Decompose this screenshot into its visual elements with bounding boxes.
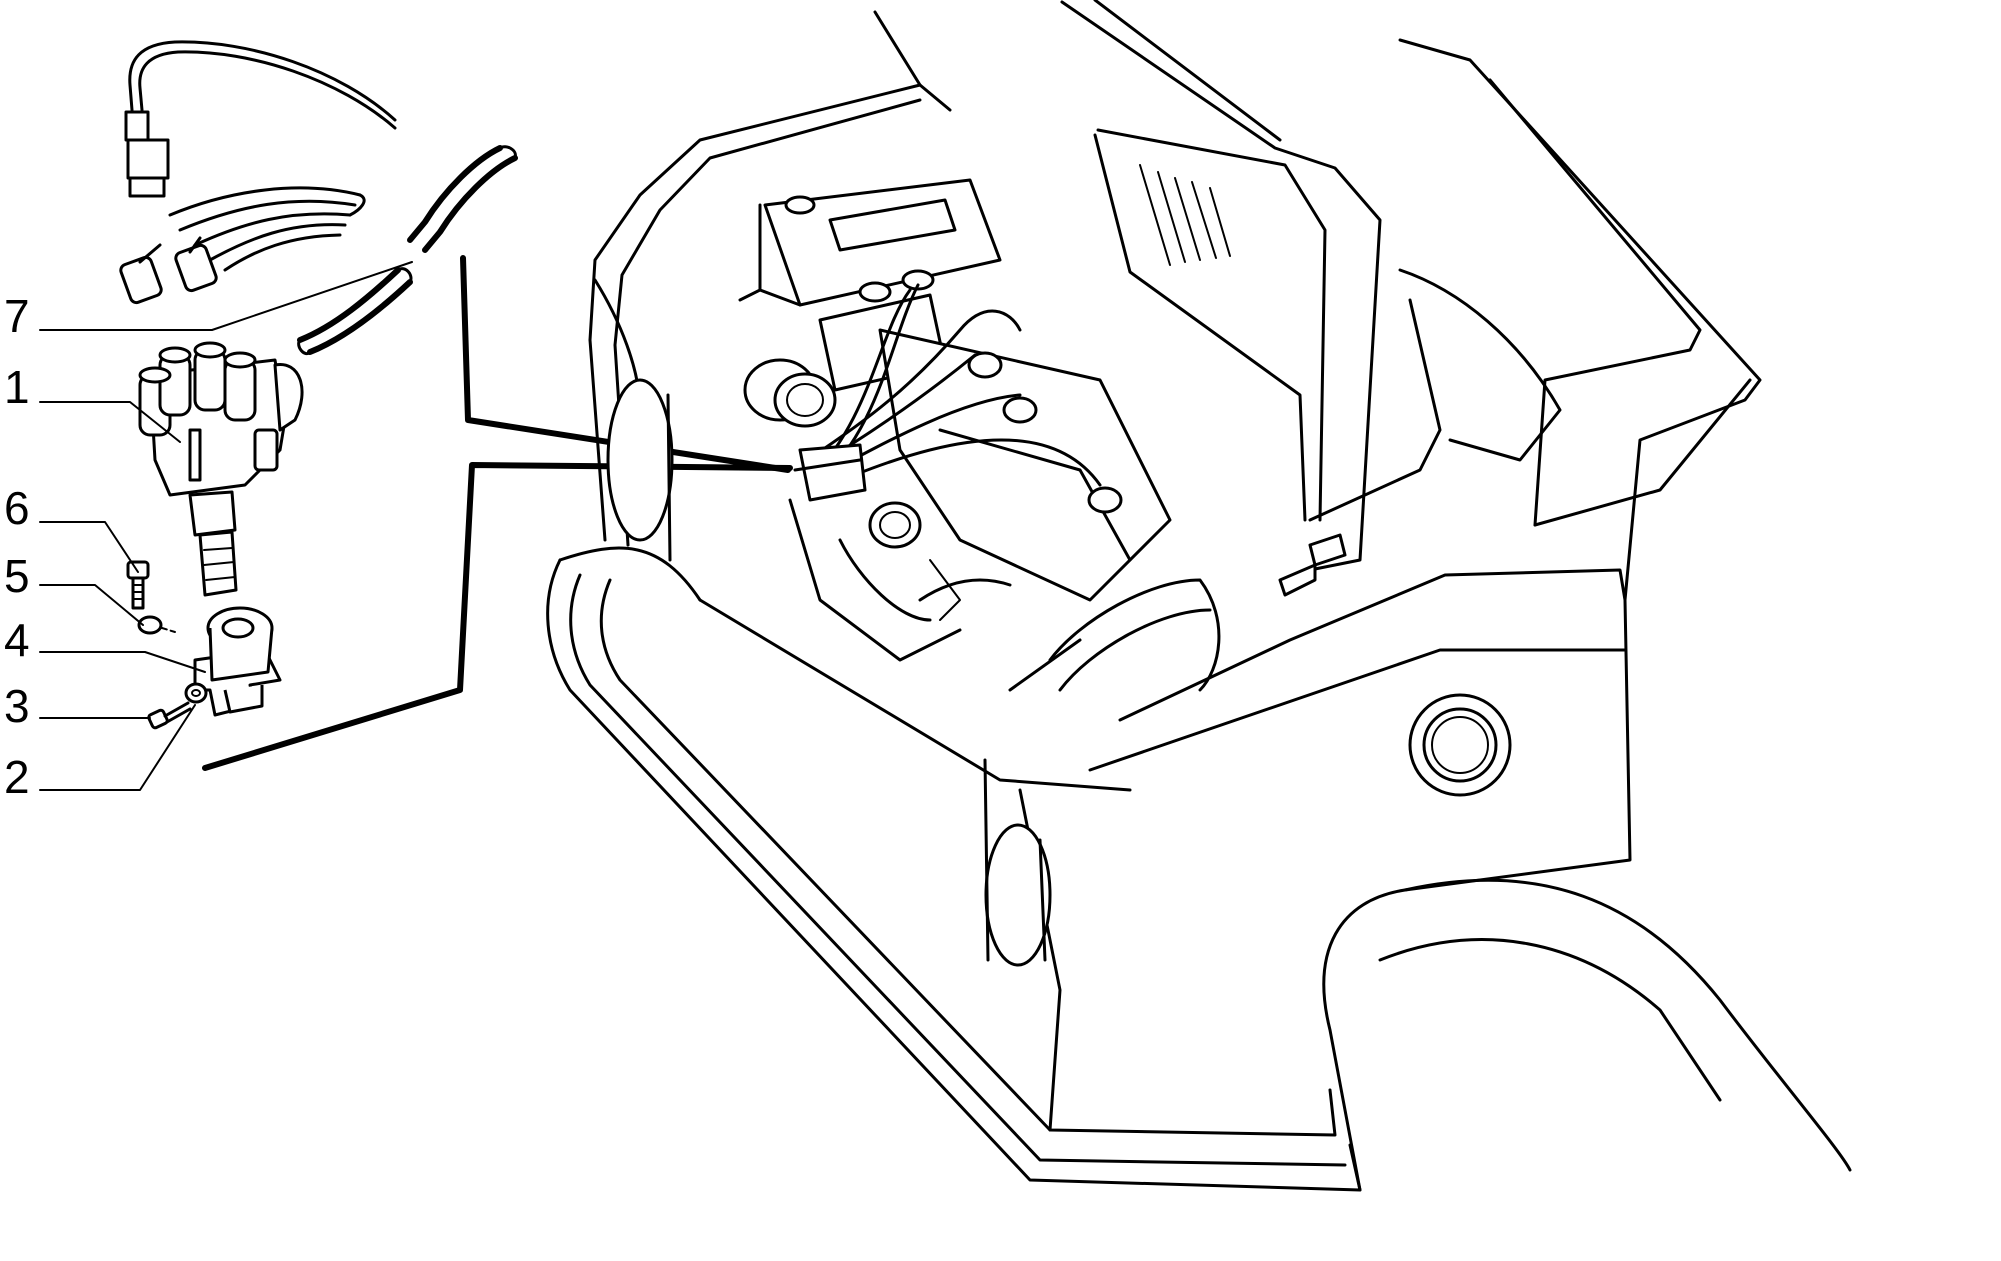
callout-2: 2	[4, 751, 30, 803]
washer-2	[184, 682, 208, 704]
locator-bracket	[202, 255, 793, 771]
callout-5: 5	[4, 550, 30, 602]
leader-lines	[39, 261, 413, 791]
engine	[738, 178, 1221, 692]
car-body	[546, 0, 1852, 1192]
sensor-cable	[124, 40, 397, 198]
callout-4: 4	[4, 614, 30, 666]
distributor	[138, 341, 304, 597]
vacuum-hose	[297, 145, 518, 355]
callout-1: 1	[4, 361, 30, 413]
drive-housing-4	[193, 606, 282, 717]
callout-6: 6	[4, 482, 30, 534]
washer-5	[137, 615, 176, 635]
bolt-6	[126, 560, 150, 610]
ht-wire-bundle	[119, 186, 366, 305]
callout-3: 3	[4, 680, 30, 732]
bolt-3	[147, 701, 192, 730]
callout-7: 7	[4, 290, 30, 342]
